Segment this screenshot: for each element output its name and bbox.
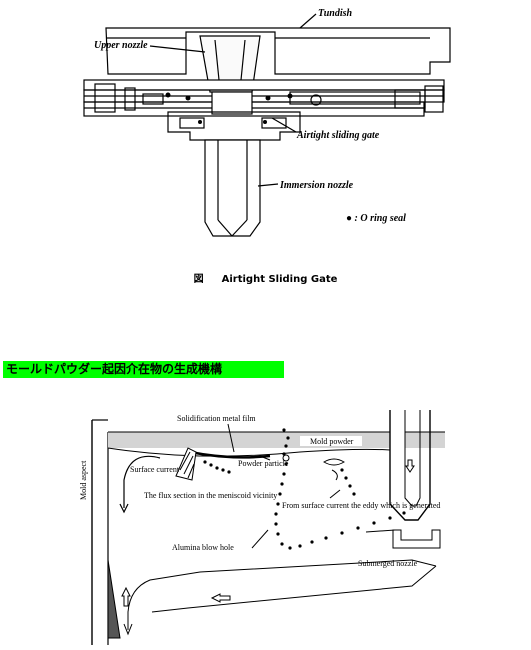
label-alumina-blow-hole: Alumina blow hole xyxy=(172,543,234,552)
label-immersion-nozzle: Immersion nozzle xyxy=(279,180,354,191)
flow-arrow-down xyxy=(405,459,415,473)
figure-caption-text: Airtight Sliding Gate xyxy=(221,274,338,285)
figure-caption: 図 Airtight Sliding Gate xyxy=(0,270,531,285)
label-airtight-sliding-gate: Airtight sliding gate xyxy=(296,130,380,141)
tundish-shape xyxy=(105,27,451,75)
label-o-ring-seal: ● : O ring seal xyxy=(346,213,406,224)
sliding-gate-diagram: Tundish Upper nozzle Airtight sliding ga… xyxy=(83,8,451,237)
label-submerged-nozzle: Submerged nozzle xyxy=(358,559,418,568)
flow-arrow-left xyxy=(210,593,231,603)
immersion-nozzle-shape xyxy=(204,139,261,237)
figure-caption-symbol: 図 xyxy=(193,274,204,285)
label-tundish: Tundish xyxy=(318,8,353,19)
label-mold-aspect: Mold aspect xyxy=(79,460,88,500)
label-solidification-metal-film: Solidification metal film xyxy=(177,414,256,423)
label-powder-particle: Powder particle xyxy=(238,459,289,468)
submerged-nozzle-shape xyxy=(389,410,431,521)
label-flux-section: The flux section in the meniscoid vicini… xyxy=(144,491,277,500)
label-surface-current-text: Surface current xyxy=(130,465,180,474)
plate-low xyxy=(83,101,425,117)
section-banner: モールドパウダー起因介在物の生成機構 xyxy=(3,361,284,378)
label-upper-nozzle: Upper nozzle xyxy=(94,40,148,51)
flow-arrow-up xyxy=(121,586,131,607)
label-surface-current: Surface current xyxy=(130,465,180,474)
label-from-surface-current: From surface current the eddy which is g… xyxy=(282,501,440,510)
label-mold-powder: Mold powder xyxy=(310,437,354,446)
